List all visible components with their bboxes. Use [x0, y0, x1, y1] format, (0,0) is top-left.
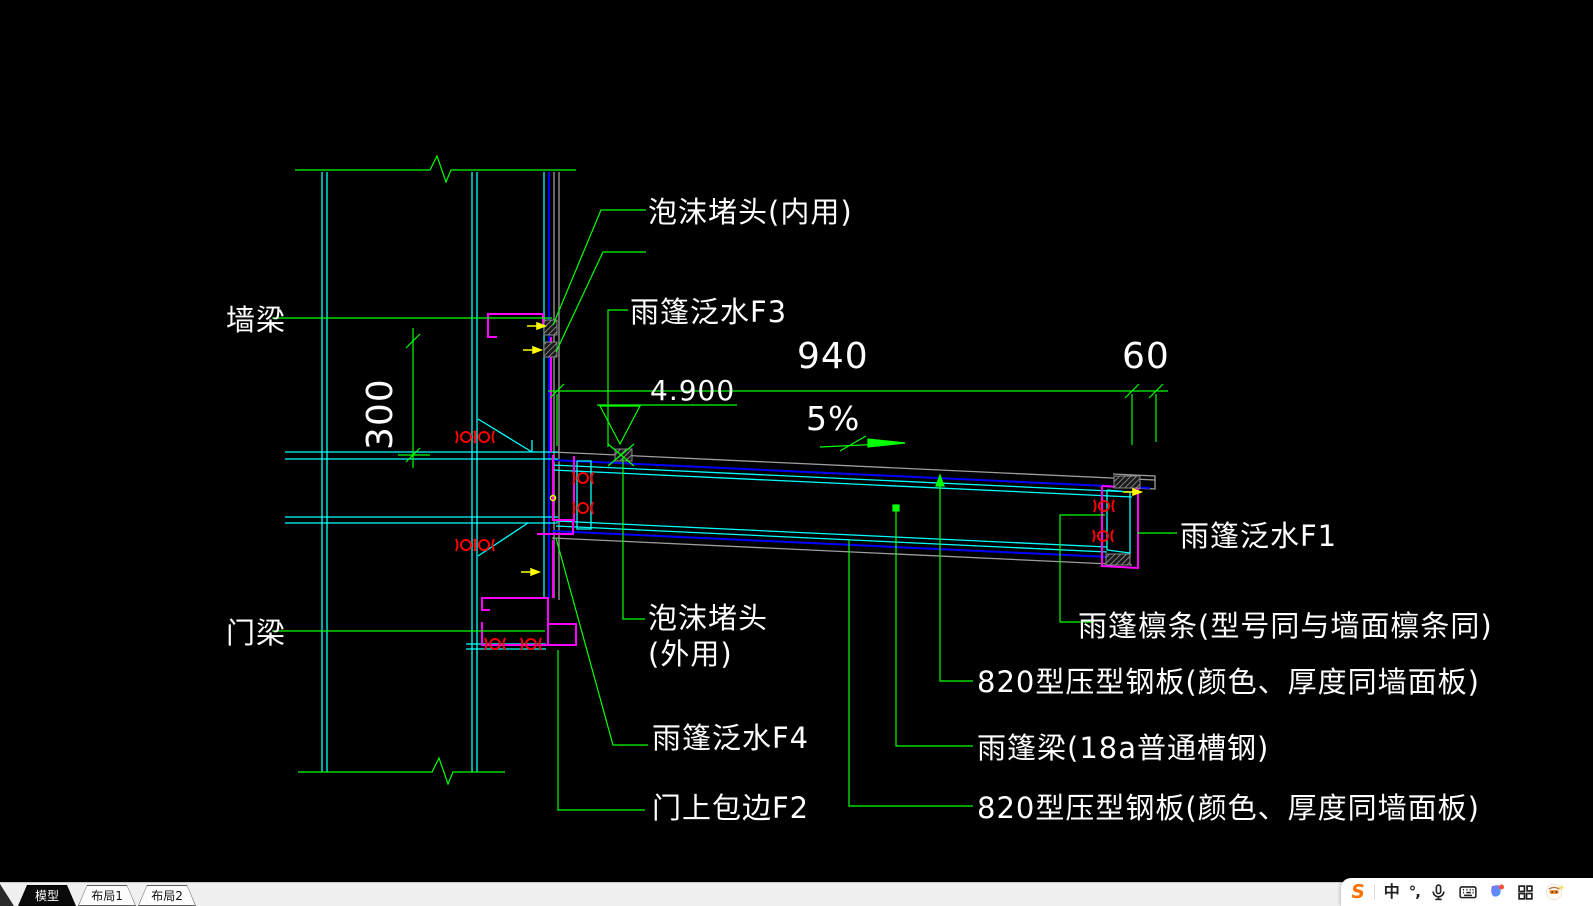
dim-level: 4.900 — [650, 374, 735, 407]
toolbox-grid-icon[interactable] — [1516, 882, 1536, 902]
dim-60: 60 — [1122, 336, 1170, 377]
microphone-icon[interactable] — [1429, 882, 1449, 902]
label-flashing-f4: 雨篷泛水F4 — [652, 721, 809, 755]
steel-sections — [285, 172, 1133, 772]
label-top-sheet: 820型压型钢板(颜色、厚度同墙面板) — [977, 665, 1480, 699]
label-foam-inner: 泡沫堵头(内用) — [648, 195, 853, 229]
keyboard-icon[interactable] — [1458, 882, 1478, 902]
drawing-text: 墙梁 门梁 泡沫堵头(内用) 雨篷泛水F3 雨篷泛水F1 雨篷檩条(型号同与墙面… — [226, 195, 1493, 825]
label-door-beam: 门梁 — [226, 616, 286, 650]
layout-tabs: 模型 布局1 布局2 — [18, 884, 196, 906]
tab-layout1[interactable]: 布局1 — [78, 885, 136, 906]
annotation-lines — [272, 154, 1177, 811]
ime-punctuation-button[interactable]: °, — [1408, 882, 1421, 901]
tab-bar-corner — [0, 884, 14, 906]
tab-model[interactable]: 模型 — [18, 885, 76, 906]
dim-300: 300 — [360, 378, 401, 450]
sheet-lines — [548, 172, 1151, 598]
fastener-arrows — [520, 322, 1142, 576]
label-canopy-beam: 雨篷梁(18a普通槽钢) — [977, 731, 1269, 765]
label-wall-girt: 墙梁 — [226, 303, 286, 337]
label-flashing-f1: 雨篷泛水F1 — [1180, 519, 1337, 553]
ime-toolbar: S 中 °, — [1341, 878, 1593, 906]
sogou-logo-icon[interactable]: S — [1349, 880, 1367, 903]
label-canopy-purlin: 雨篷檩条(型号同与墙面檩条同) — [1078, 609, 1493, 643]
bolts — [455, 430, 1115, 651]
drawing-canvas[interactable]: 墙梁 门梁 泡沫堵头(内用) 雨篷泛水F3 雨篷泛水F1 雨篷檩条(型号同与墙面… — [0, 0, 1593, 883]
ime-separator — [1373, 884, 1375, 900]
tab-layout1-label: 布局1 — [79, 886, 135, 905]
dim-slope: 5% — [806, 399, 860, 438]
sheet-outlines — [551, 172, 1156, 600]
dim-940: 940 — [797, 336, 869, 377]
label-foam-outer-1: 泡沫堵头 — [648, 601, 768, 635]
tab-model-label: 模型 — [19, 886, 75, 905]
label-foam-outer-2: (外用) — [648, 637, 733, 671]
label-door-trim-f2: 门上包边F2 — [652, 791, 809, 825]
ime-language-mode-button[interactable]: 中 — [1383, 882, 1400, 901]
foam-plugs — [543, 319, 1141, 566]
emoji-sticker-icon[interactable] — [1545, 882, 1565, 902]
tab-layout2-label: 布局2 — [139, 886, 195, 905]
skin-icon[interactable] — [1487, 882, 1507, 902]
layout-tab-bar: 模型 布局1 布局2 — [0, 882, 1593, 906]
tab-layout2[interactable]: 布局2 — [138, 885, 196, 906]
label-bottom-sheet: 820型压型钢板(颜色、厚度同墙面板) — [977, 791, 1480, 825]
label-flashing-f3: 雨篷泛水F3 — [630, 295, 787, 329]
